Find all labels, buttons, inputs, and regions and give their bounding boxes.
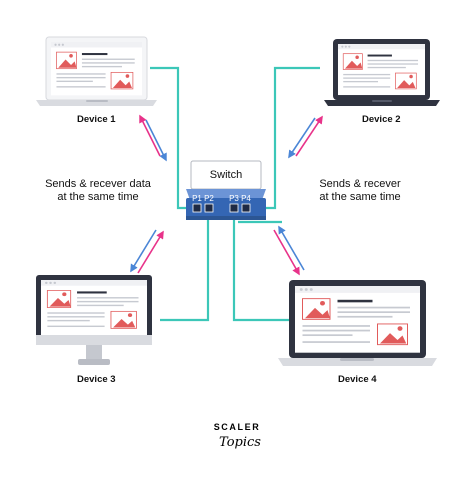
right-note-line-2: at the same time — [319, 191, 401, 203]
left-duplex-note: Sends & recever data at the same time — [39, 178, 157, 204]
device-3-monitor — [36, 275, 152, 365]
arrow-blue-device-3 — [130, 229, 157, 273]
right-duplex-note: Sends & recever at the same time — [305, 178, 415, 204]
device-3-label: Device 3 — [77, 374, 116, 385]
device-4-label: Device 4 — [338, 374, 377, 385]
left-note-line-2: at the same time — [57, 191, 139, 203]
switch-title: Switch — [210, 169, 242, 181]
cable-device-4 — [232, 218, 290, 322]
port-label-p4: P4 — [241, 194, 251, 203]
arrow-blue-device-2 — [288, 117, 316, 159]
port-label-p2: P2 — [204, 194, 214, 203]
port-label-p3: P3 — [229, 194, 239, 203]
arrow-pink-device-2 — [295, 115, 323, 157]
arrow-blue-device-1 — [145, 119, 167, 162]
device-1-laptop — [36, 36, 157, 106]
arrow-pink-device-1 — [139, 114, 161, 157]
arrows — [130, 114, 323, 276]
device-1-label: Device 1 — [77, 114, 116, 125]
right-note-line-1: Sends & recever — [319, 178, 401, 190]
arrow-pink-device-3 — [137, 230, 164, 274]
brand-bottom-text: Topics — [219, 435, 261, 450]
scaler-logo-icon: SCALER Topics — [214, 422, 262, 450]
port-label-p1: P1 — [192, 194, 202, 203]
cable-device-3 — [160, 218, 210, 322]
arrow-blue-device-4 — [278, 225, 305, 271]
device-2-laptop — [324, 39, 440, 106]
left-note-line-1: Sends & recever data — [45, 178, 151, 190]
brand-top-text: SCALER — [214, 422, 261, 432]
network-switch: Switch P1 P2 P3 P4 — [186, 160, 266, 220]
device-4-laptop — [278, 280, 437, 366]
device-2-label: Device 2 — [362, 114, 401, 125]
arrow-pink-device-4 — [273, 229, 300, 276]
